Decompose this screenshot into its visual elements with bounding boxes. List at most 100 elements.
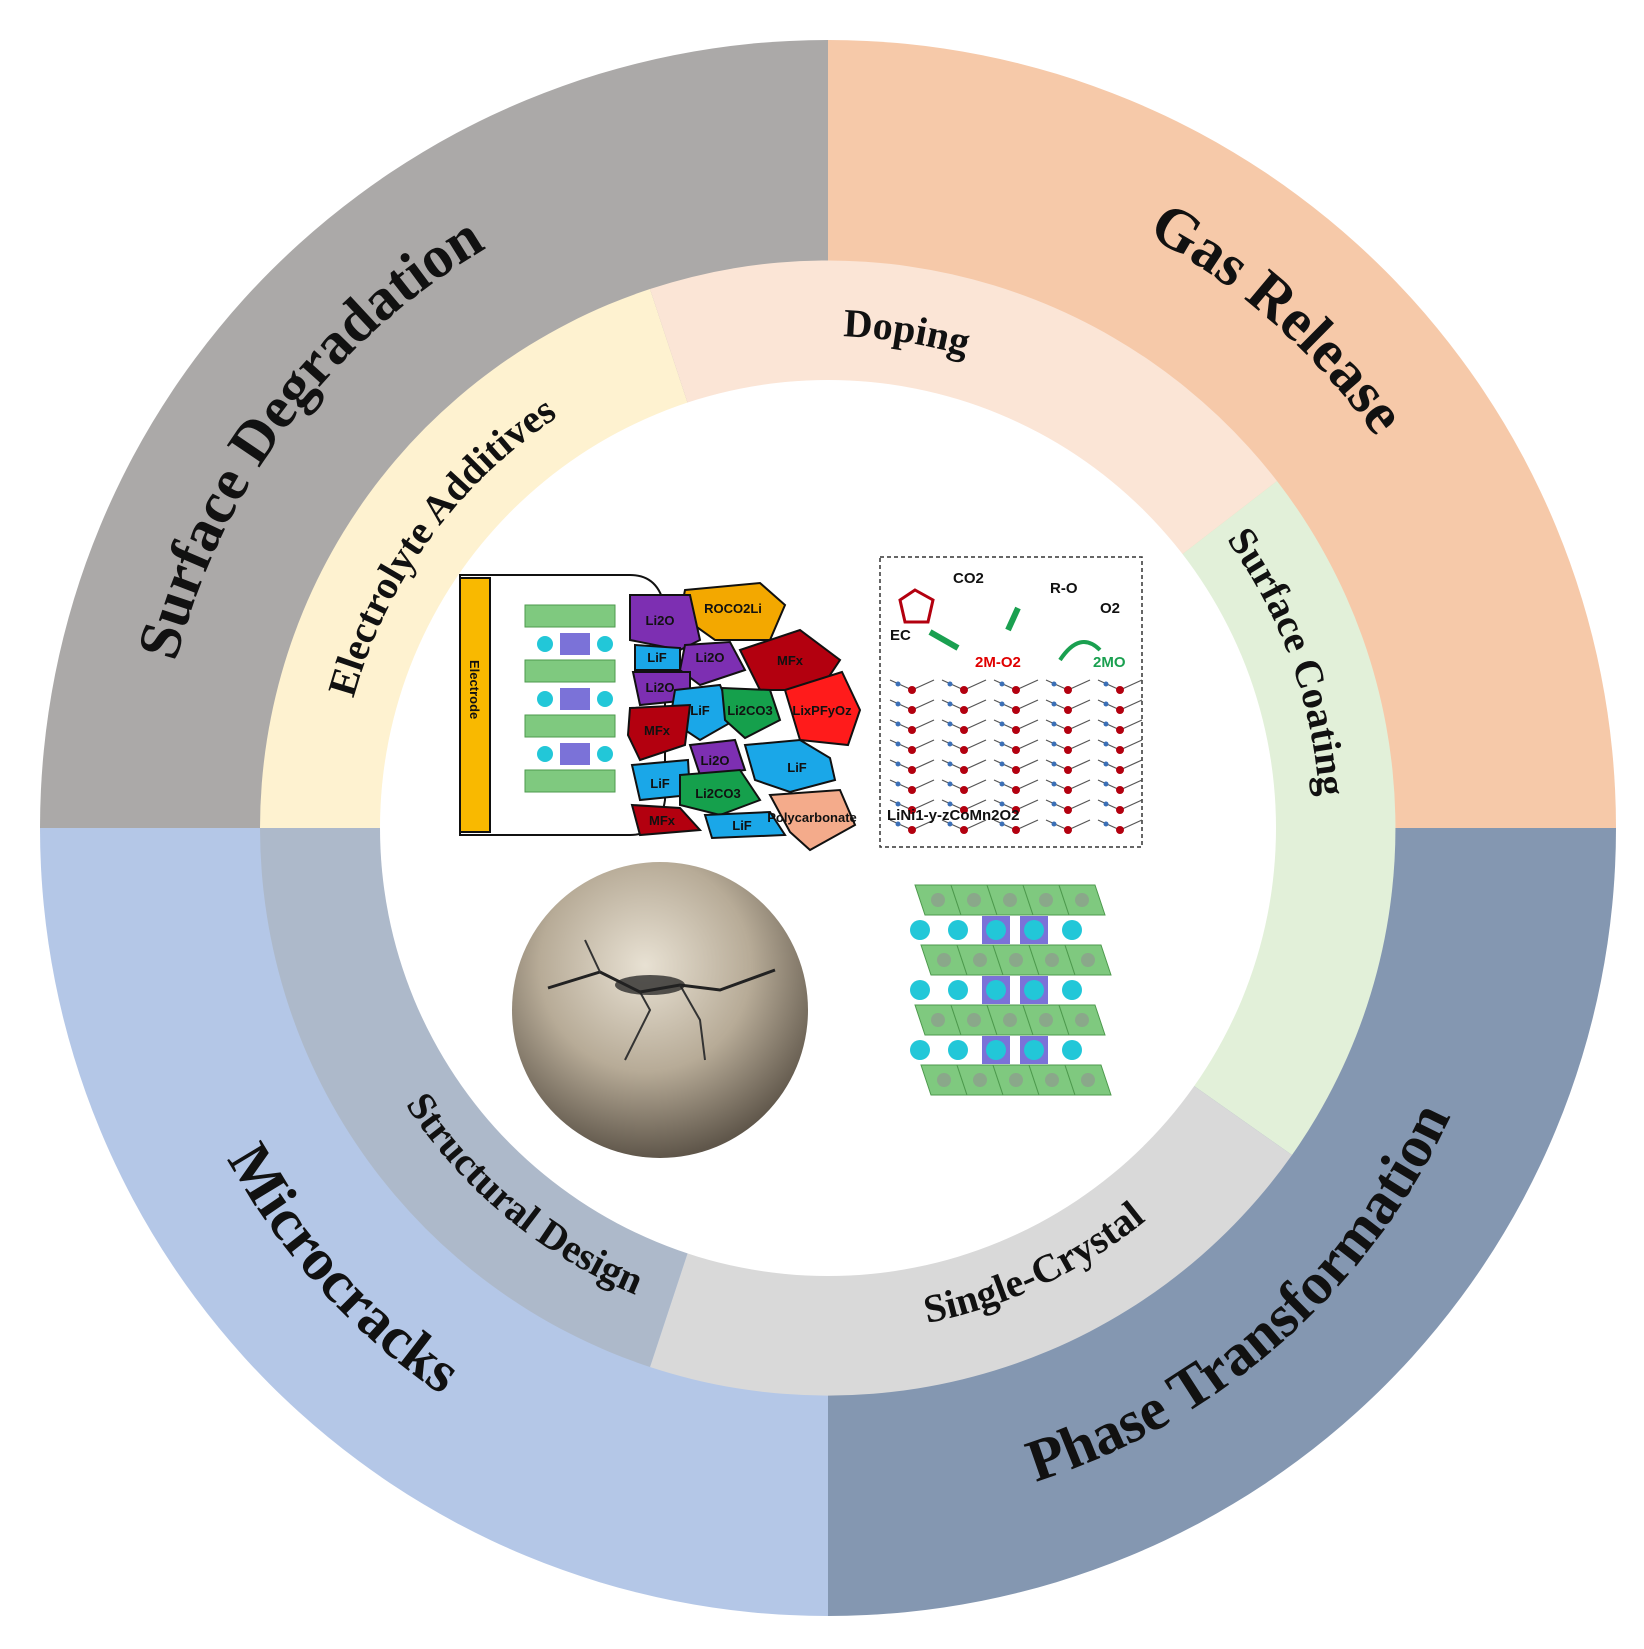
mo-label: 2MO [1093, 654, 1126, 671]
bond-line [1045, 719, 1069, 731]
cei-panel: Electrode [459, 574, 862, 852]
transition-metal-atom [1075, 1013, 1089, 1027]
oxygen-atom [960, 826, 968, 834]
oxygen-atom [960, 786, 968, 794]
metal-atom [999, 721, 1005, 727]
bond-line [1015, 819, 1039, 831]
bond-line [1097, 779, 1121, 791]
oxygen-atom [1116, 766, 1124, 774]
lithium-atom [1024, 1040, 1044, 1060]
bond-line [1119, 799, 1143, 811]
region-label: Li2CO3 [727, 703, 773, 718]
transition-metal-atom [973, 953, 987, 967]
transition-metal-atom [973, 1073, 987, 1087]
electrode-bar [459, 577, 491, 833]
bond-line [941, 759, 965, 771]
oxygen-atom [1116, 746, 1124, 754]
oxygen-atom [908, 746, 916, 754]
bond-line [889, 759, 913, 771]
region-label: LiF [787, 760, 807, 775]
bond-line [963, 759, 987, 771]
region-label: LiF [647, 650, 667, 665]
cei-regions [626, 581, 862, 852]
bond-line [963, 799, 987, 811]
ro-label: R-O [1050, 580, 1078, 597]
bond-line [1015, 779, 1039, 791]
bond-line [1045, 739, 1069, 751]
bond-line [889, 719, 913, 731]
metal-atom [895, 681, 901, 687]
bond-line [993, 699, 1017, 711]
bond-line [911, 699, 935, 711]
oxygen-atom [1116, 786, 1124, 794]
transition-metal-atom [1081, 1073, 1095, 1087]
oxygen-atom [1012, 726, 1020, 734]
lithium-atom [910, 1040, 930, 1060]
metal-atom [1051, 721, 1057, 727]
metal-atom [999, 701, 1005, 707]
region-label: MFx [649, 813, 676, 828]
oxygen-atom [1012, 806, 1020, 814]
metal-atom [1051, 781, 1057, 787]
bond-line [963, 739, 987, 751]
region-label: MFx [644, 723, 671, 738]
oxygen-atom [1012, 686, 1020, 694]
metal-atom [1051, 681, 1057, 687]
transition-metal-atom [1045, 1073, 1059, 1087]
region-label: LiF [650, 776, 670, 791]
ec-label: EC [890, 627, 911, 644]
oxide-lattice [889, 679, 1143, 834]
oxygen-atom [1012, 786, 1020, 794]
oxygen-atom [960, 726, 968, 734]
oxygen-atom [908, 806, 916, 814]
oxygen-atom [960, 746, 968, 754]
transition-metal-atom [967, 893, 981, 907]
bond-line [941, 719, 965, 731]
oxygen-atom [908, 766, 916, 774]
region-label: Polycarbonate [767, 810, 857, 825]
metal-atom [1103, 681, 1109, 687]
metal-atom [999, 781, 1005, 787]
transition-metal-atom [1045, 953, 1059, 967]
transition-metal-atom [1009, 1073, 1023, 1087]
bond-line [911, 779, 935, 791]
metal-atom [1103, 821, 1109, 827]
metal-atom [947, 681, 953, 687]
bond-line [963, 699, 987, 711]
gas-release-panel: EC CO2 R-O O2 2M-O2 2MO LiNi1-y-zCoMn2O2 [879, 556, 1143, 848]
metal-atom [1103, 761, 1109, 767]
lithium-atom [986, 1040, 1006, 1060]
oxygen-atom [1064, 686, 1072, 694]
bond-line [889, 699, 913, 711]
bond-line [911, 799, 935, 811]
metal-atom [1103, 721, 1109, 727]
bond-line [1119, 679, 1143, 691]
bond-line [1045, 799, 1069, 811]
bond-line [963, 679, 987, 691]
oxygen-atom [1116, 726, 1124, 734]
bond-line [1045, 679, 1069, 691]
metal-atom [999, 821, 1005, 827]
region-label: Li2O [701, 753, 730, 768]
lithium-atom [948, 920, 968, 940]
electrode-label: Electrode [467, 660, 482, 719]
lithium-atom [1024, 980, 1044, 1000]
region-label: Li2O [696, 650, 725, 665]
lithium-atom [1062, 1040, 1082, 1060]
region-label: Li2O [646, 613, 675, 628]
metal-atom [947, 781, 953, 787]
oxygen-atom [1116, 706, 1124, 714]
region-label: MFx [777, 653, 804, 668]
metal-atom [895, 761, 901, 767]
bond-line [1067, 739, 1091, 751]
oxygen-atom [1116, 686, 1124, 694]
bond-line [889, 799, 913, 811]
metal-atom [1103, 781, 1109, 787]
region-label: Li2O [646, 680, 675, 695]
bond-line [911, 739, 935, 751]
cei-region-labels: ROCO2Li Li2O LiF Li2O Li2O MFx LiF Li2CO… [644, 601, 857, 833]
oxygen-atom [1064, 726, 1072, 734]
mo2-label: 2M-O2 [975, 654, 1021, 671]
transition-metal-atom [967, 1013, 981, 1027]
oxygen-atom [960, 806, 968, 814]
